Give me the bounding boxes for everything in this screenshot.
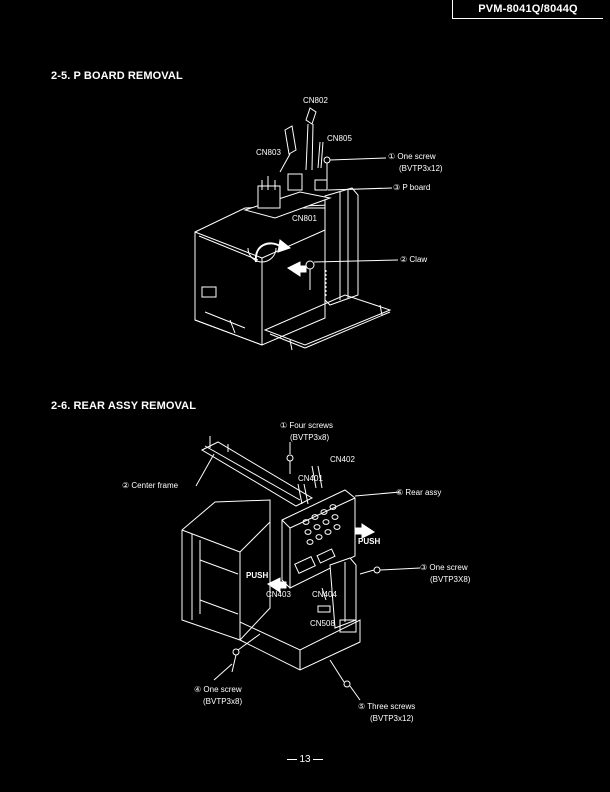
page-number: 13 (0, 754, 610, 765)
cn404-label: CN404 (312, 590, 337, 600)
cn401-label: CN401 (298, 474, 323, 484)
four-screws-label: ① Four screws (280, 421, 333, 431)
page-dash-left (287, 759, 297, 760)
cn403-label: CN403 (266, 590, 291, 600)
cn508-label: CN508 (310, 619, 335, 629)
three-screws-spec: (BVTP3x12) (370, 714, 414, 724)
push-label-left: PUSH (246, 571, 268, 581)
one-screw-left-label: ④ One screw (194, 685, 242, 695)
page-number-value: 13 (299, 754, 310, 765)
rear-assy-label: ⑥ Rear assy (396, 488, 441, 498)
one-screw-right-label: ③ One screw (420, 563, 468, 573)
center-frame-label: ② Center frame (122, 481, 178, 491)
page-dash-right (313, 759, 323, 760)
one-screw-right-spec: (BVTP3X8) (430, 575, 470, 585)
one-screw-left-spec: (BVTP3x8) (203, 697, 242, 707)
cn402-label: CN402 (330, 455, 355, 465)
push-label-right: PUSH (358, 537, 380, 547)
four-screws-spec: (BVTP3x8) (290, 433, 329, 443)
three-screws-label: ⑤ Three screws (358, 702, 415, 712)
